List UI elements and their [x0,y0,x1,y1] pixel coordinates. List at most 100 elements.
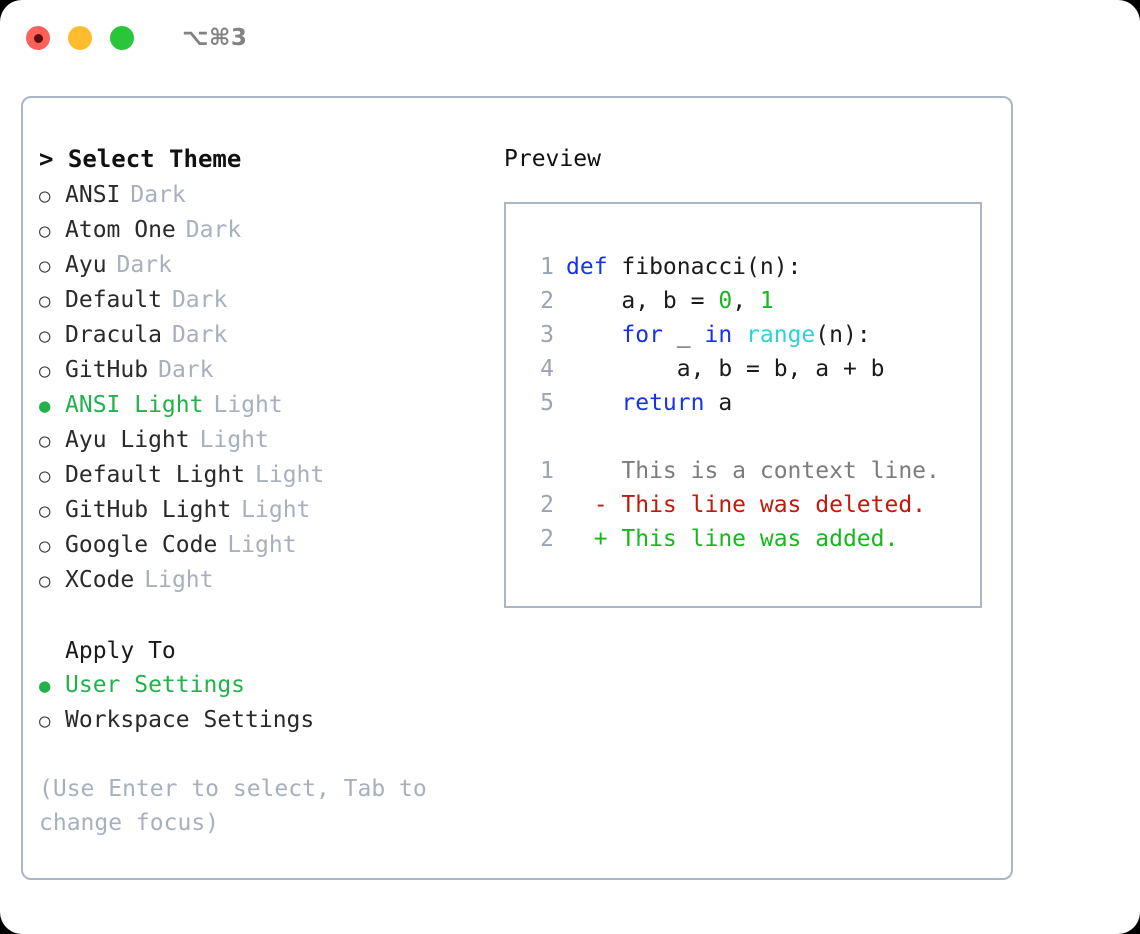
theme-category: Dark [158,357,214,383]
diff-line: 1 This is a context line. [520,454,980,488]
theme-option-ayu-light[interactable]: ○ Ayu Light Light [39,423,483,458]
line-number: 4 [540,356,554,382]
theme-category: Light [227,532,297,558]
apply-to-option-workspace-settings[interactable]: ○ Workspace Settings [39,703,483,738]
line-number: 2 [540,492,554,518]
line-number: 5 [540,390,554,416]
theme-category: Light [213,392,283,418]
minimize-button[interactable] [68,26,92,50]
theme-name: XCode [65,567,135,593]
code-token: range [746,322,816,348]
theme-category: Light [255,462,325,488]
code-token: 0 [718,288,733,314]
close-button[interactable] [26,26,50,50]
apply-to-label: Workspace Settings [65,707,315,733]
select-theme-heading: > Select Theme [39,145,242,173]
code-token: fibonacci(n): [607,254,802,280]
radio-unselected-icon: ○ [39,710,51,732]
theme-category: Light [241,497,311,523]
keyboard-hint-text: (Use Enter to select, Tab to change focu… [39,776,427,836]
code-text: for _ in range(n): [566,318,871,352]
code-text: a, b = 0, 1 [566,284,774,318]
code-token: for [621,322,663,348]
line-number: 2 [540,526,554,552]
apply-to-heading: Apply To [65,638,176,664]
radio-unselected-icon: ○ [39,185,51,207]
code-token [566,390,621,416]
theme-category: Light [199,427,269,453]
theme-name: ANSI [65,182,121,208]
code-line: 5 return a [520,386,980,420]
code-line: 4 a, b = b, a + b [520,352,980,386]
code-token: , [732,288,760,314]
code-token: a [704,390,733,416]
radio-unselected-icon: ○ [39,360,51,382]
code-token [732,322,746,348]
code-text: a, b = b, a + b [566,352,885,386]
theme-option-github-light[interactable]: ○ GitHub Light Light [39,493,483,528]
keyboard-shortcut-label: ⌥⌘3 [182,25,248,51]
theme-option-ayu[interactable]: ○ Ayu Dark [39,248,483,283]
section-spacer [39,598,483,634]
radio-unselected-icon: ○ [39,290,51,312]
diff-line: 2 + This line was added. [520,522,980,556]
theme-option-default[interactable]: ○ Default Dark [39,283,483,318]
theme-name: Dracula [65,322,162,348]
theme-category: Dark [185,217,242,243]
radio-unselected-icon: ○ [39,500,51,522]
code-token: def [566,254,608,280]
theme-name: GitHub Light [65,497,232,523]
diff-text: - This line was deleted. [566,492,927,518]
line-number: 1 [540,458,554,484]
line-number: 2 [540,288,554,314]
apply-to-option-user-settings[interactable]: ● User Settings [39,668,483,703]
code-line: 1 def fibonacci(n): [520,250,980,284]
theme-name: ANSI Light [65,392,204,418]
maximize-button[interactable] [110,26,134,50]
diff-sample: 1 This is a context line. 2 - This line w… [520,454,980,556]
theme-name: Default Light [65,462,246,488]
apply-to-list[interactable]: ● User Settings ○ Workspace Settings [39,668,483,738]
code-text: def fibonacci(n): [566,250,801,284]
line-number: 1 [540,254,554,280]
theme-option-dracula[interactable]: ○ Dracula Dark [39,318,483,353]
theme-name: Default [65,287,162,313]
theme-category: Dark [171,287,228,313]
theme-option-github[interactable]: ○ GitHub Dark [39,353,483,388]
radio-selected-icon: ● [39,675,51,697]
theme-category: Dark [130,182,186,208]
code-line: 3 for _ in range(n): [520,318,980,352]
theme-name: Ayu [65,252,107,278]
code-token: a, b = b, a + b [566,356,885,382]
code-token: _ [662,322,705,348]
code-line: 2 a, b = 0, 1 [520,284,980,318]
radio-unselected-icon: ○ [39,430,51,452]
code-diff-spacer [520,420,980,454]
apply-to-label: User Settings [65,672,246,698]
code-token: 1 [759,288,774,314]
theme-category: Dark [116,252,172,278]
code-token: (n): [815,322,871,348]
theme-category: Dark [171,322,228,348]
traffic-light-group [26,26,134,50]
radio-unselected-icon: ○ [39,325,51,347]
theme-name: GitHub [65,357,149,383]
titlebar: ⌥⌘3 [0,0,1140,76]
theme-name: Atom One [65,217,176,243]
theme-option-ansi[interactable]: ○ ANSI Dark [39,178,483,213]
theme-option-google-code[interactable]: ○ Google Code Light [39,528,483,563]
radio-unselected-icon: ○ [39,255,51,277]
theme-name: Ayu Light [65,427,190,453]
theme-name: Google Code [65,532,218,558]
code-token: return [621,390,705,416]
radio-unselected-icon: ○ [39,535,51,557]
